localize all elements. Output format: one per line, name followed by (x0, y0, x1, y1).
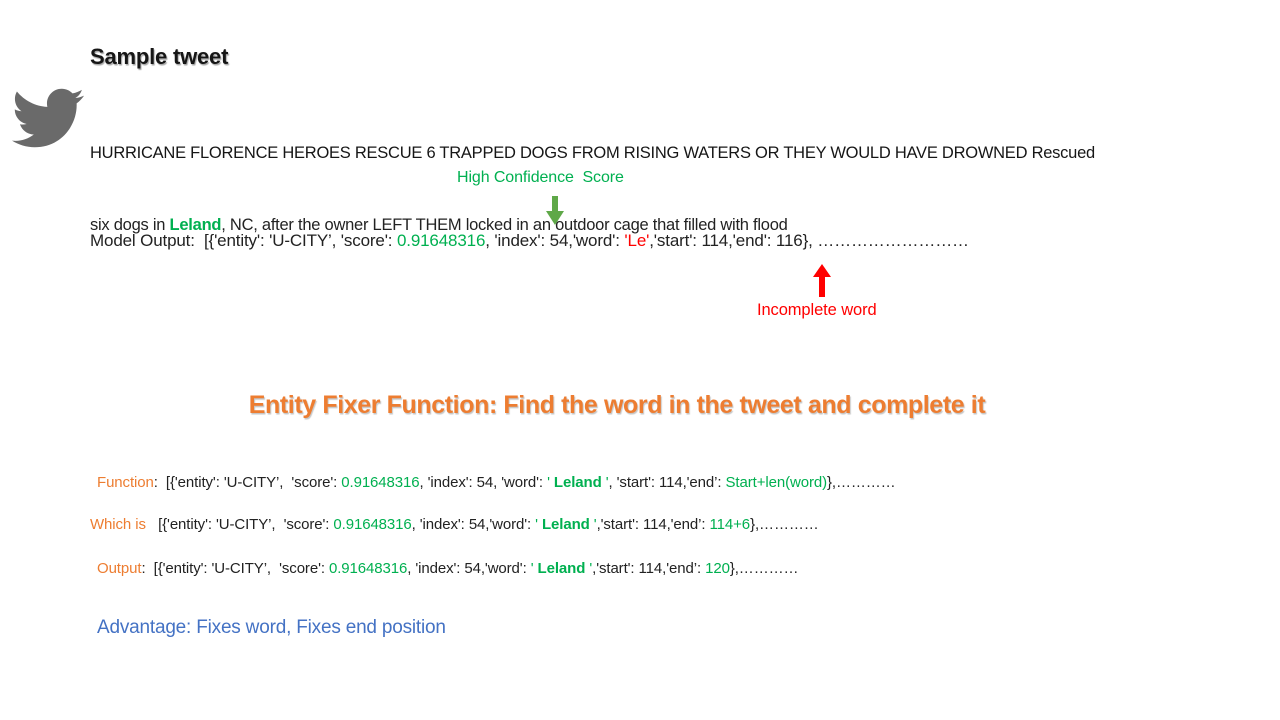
output-line: Output: [{'entity': 'U-CITY’, 'score': 0… (97, 560, 799, 577)
section-heading: Entity Fixer Function: Find the word in … (248, 391, 986, 419)
function-line: Function: [{'entity': 'U-CITY’, 'score':… (97, 474, 896, 491)
incomplete-word-label: Incomplete word (757, 301, 877, 319)
page-title: Sample tweet (90, 44, 229, 69)
tweet-line-1: HURRICANE FLORENCE HEROES RESCUE 6 TRAPP… (90, 144, 1095, 162)
advantage-text: Advantage: Fixes word, Fixes end positio… (97, 617, 446, 638)
model-output-line: Model Output: [{'entity': 'U-CITY’, 'sco… (90, 231, 969, 250)
tweet-line-2: six dogs in Leland, NC, after the owner … (90, 216, 788, 234)
down-arrow-icon (546, 196, 564, 231)
twitter-bird-icon (12, 82, 85, 159)
high-confidence-label: High Confidence Score (457, 169, 624, 186)
which-is-line: Which is [{'entity': 'U-CITY’, 'score': … (90, 516, 819, 533)
tweet-text: HURRICANE FLORENCE HEROES RESCUE 6 TRAPP… (90, 93, 1095, 285)
up-arrow-icon (813, 264, 831, 302)
